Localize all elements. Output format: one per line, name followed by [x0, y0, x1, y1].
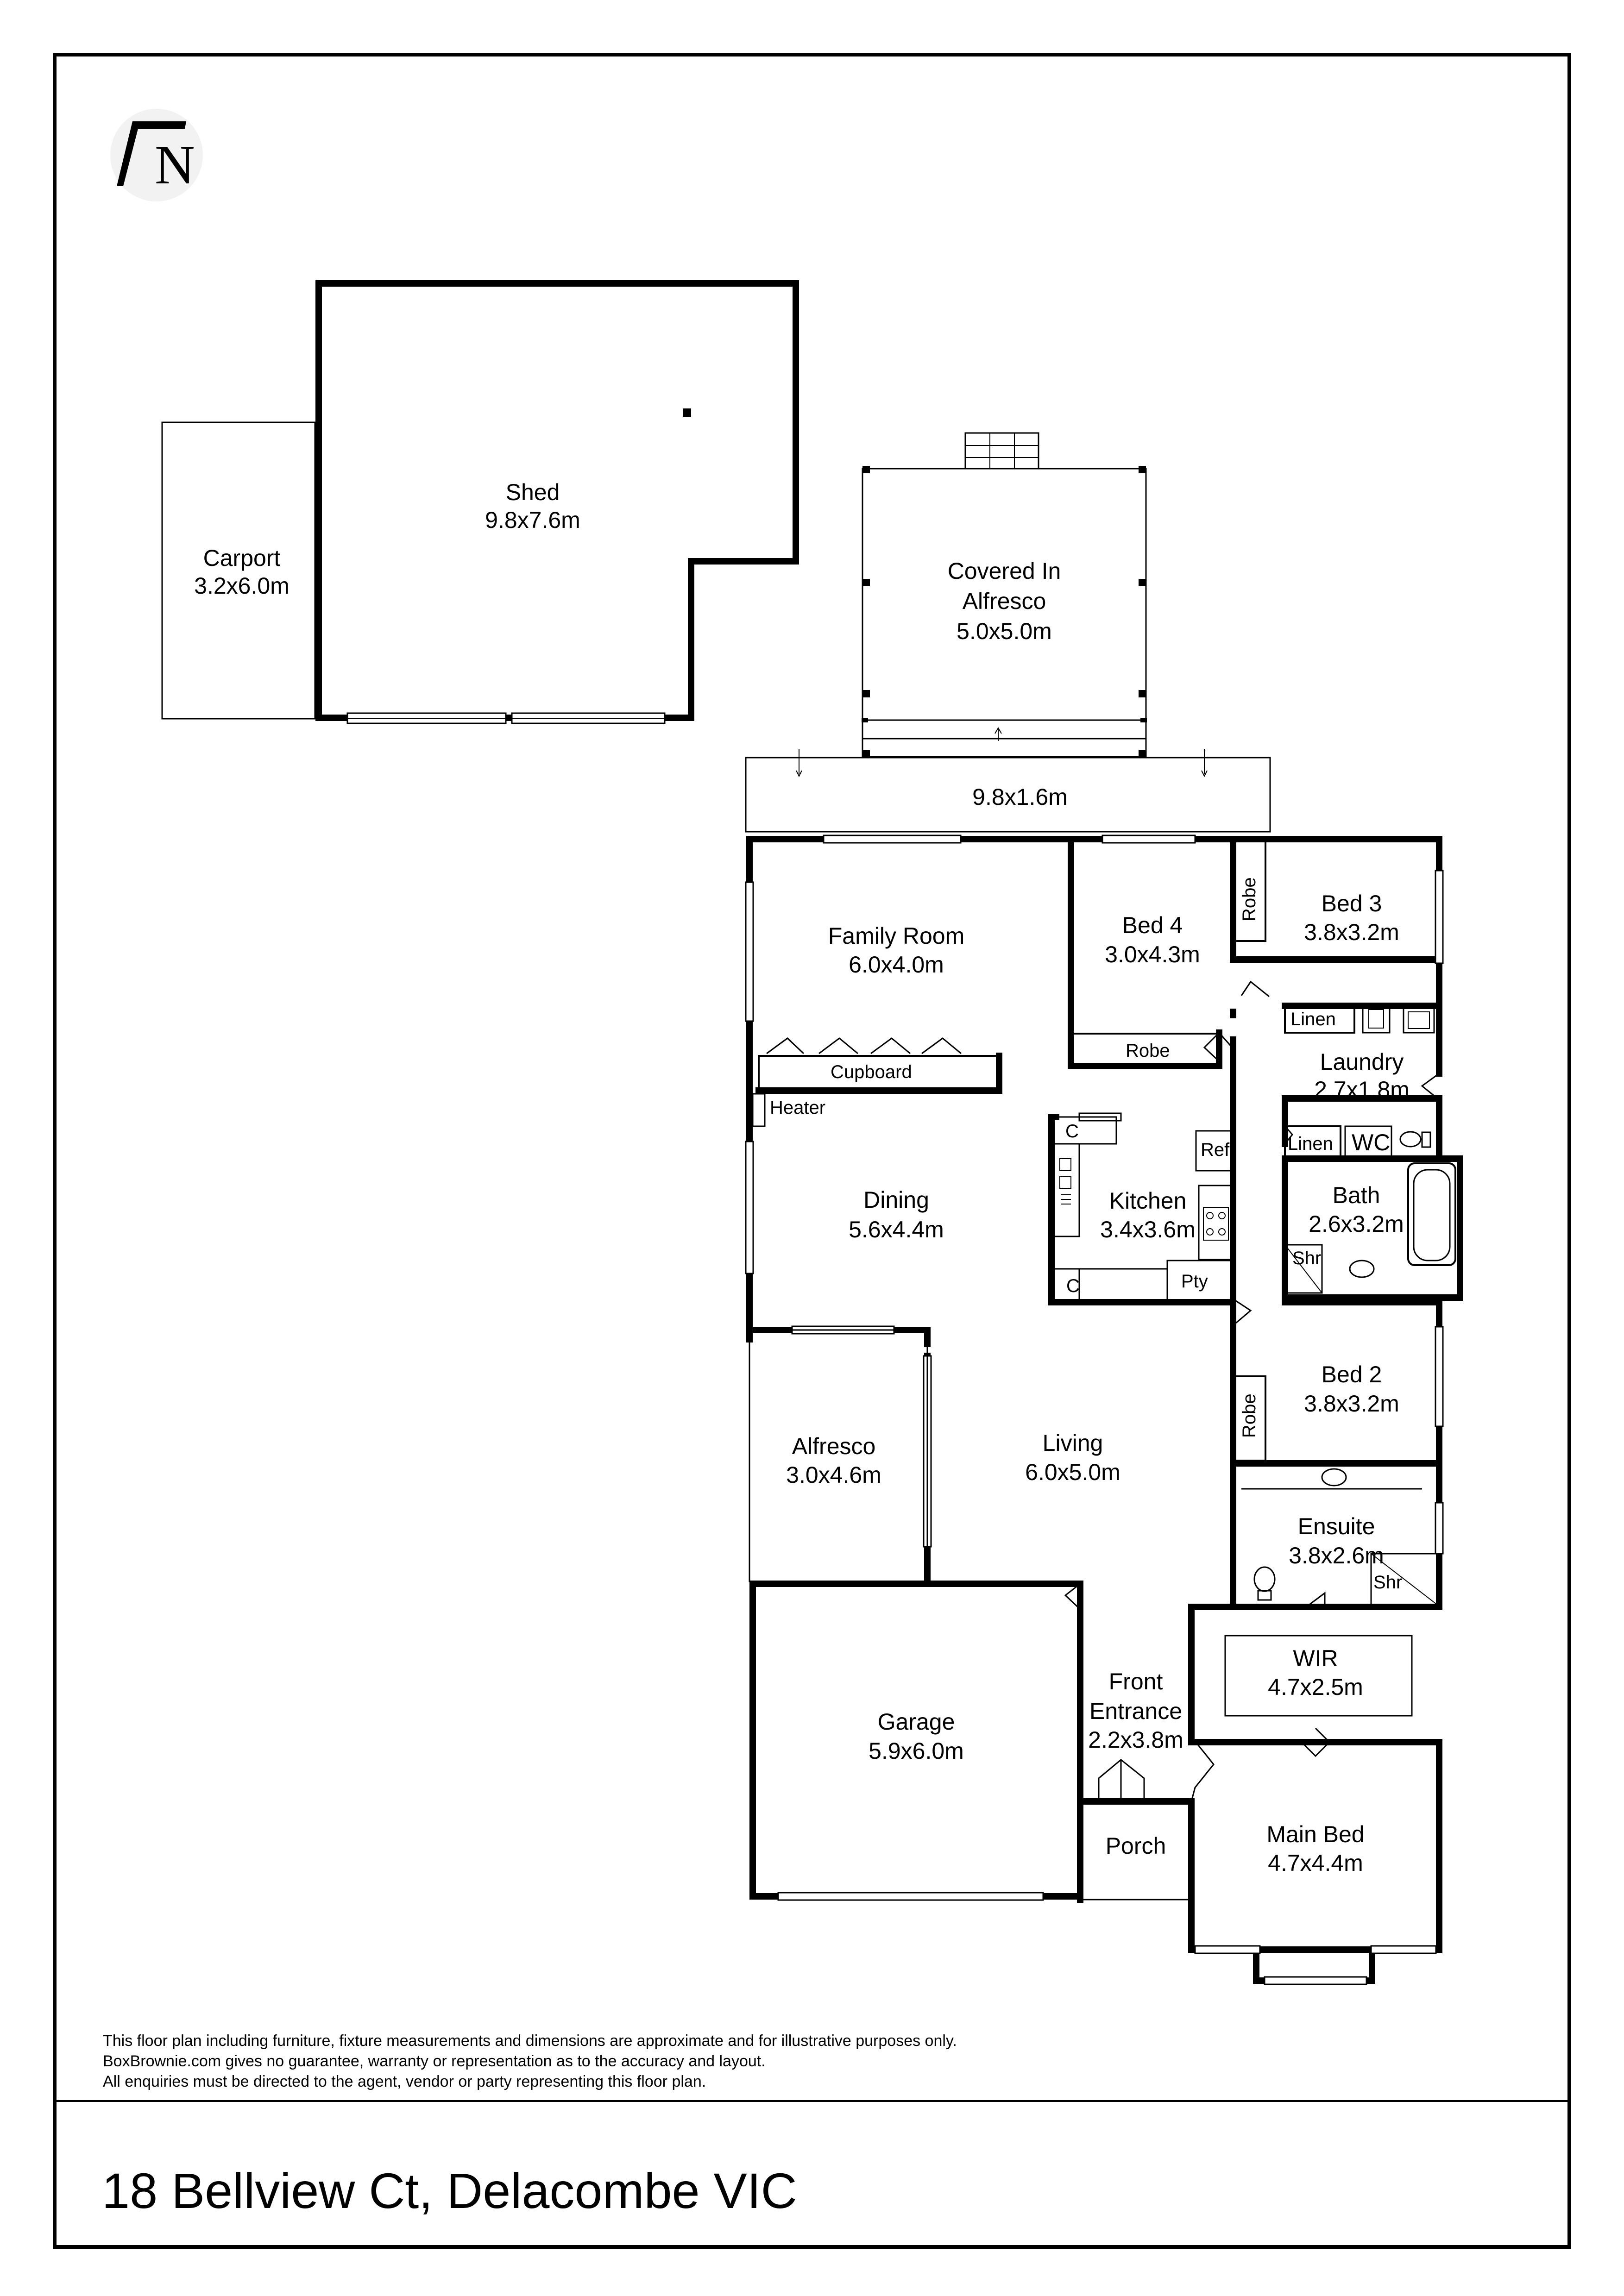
covered-alfresco-dims: 5.0x5.0m — [957, 618, 1052, 644]
shed-dims: 9.8x7.6m — [485, 507, 580, 533]
bed3-name: Bed 3 — [1322, 891, 1382, 916]
garage-name: Garage — [878, 1709, 955, 1735]
kitchen-cupboard-bottom-label: C — [1066, 1276, 1080, 1296]
ensuite-name: Ensuite — [1298, 1513, 1375, 1539]
living-name: Living — [1043, 1430, 1103, 1456]
kitchen-cupboard-top-label: C — [1065, 1121, 1079, 1142]
ensuite-shower-label: Shr — [1373, 1572, 1402, 1593]
laundry-dims: 2.7x1.8m — [1314, 1077, 1410, 1103]
room-labels: Family Room 6.0x4.0m Bed 4 3.0x4.3m Bed … — [786, 891, 1410, 1876]
bed3-robe-label: Robe — [1239, 877, 1259, 922]
bed2-robe-label: Robe — [1239, 1393, 1259, 1438]
bed4-name: Bed 4 — [1122, 912, 1183, 938]
north-compass-icon: N — [110, 109, 203, 201]
disclaimer-line1: This floor plan including furniture, fix… — [103, 2032, 957, 2050]
windows — [745, 834, 1444, 1985]
dining-dims: 5.6x4.4m — [849, 1217, 944, 1242]
wc-label: WC — [1352, 1129, 1390, 1155]
page-border — [53, 53, 1571, 2249]
disclaimer-line3: All enquiries must be directed to the ag… — [103, 2073, 706, 2090]
kitchen-dims: 3.4x3.6m — [1100, 1217, 1196, 1242]
covered-alfresco-line2: Alfresco — [963, 588, 1046, 614]
linen-top-label: Linen — [1290, 1009, 1336, 1029]
deck: 9.8x1.6m — [745, 749, 1271, 833]
carport: Carport 3.2x6.0m — [161, 421, 316, 720]
deck-dims: 9.8x1.6m — [972, 784, 1068, 810]
family-room-dims: 6.0x4.0m — [849, 952, 944, 978]
main-bed-name: Main Bed — [1266, 1821, 1364, 1847]
linen-bottom-label: Linen — [1288, 1134, 1333, 1154]
carport-dims: 3.2x6.0m — [194, 573, 290, 599]
shed-name: Shed — [506, 479, 560, 505]
cupboard-label: Cupboard — [831, 1062, 912, 1082]
alfresco-dims: 3.0x4.6m — [786, 1462, 881, 1488]
family-room-name: Family Room — [828, 923, 964, 949]
bed2-dims: 3.8x3.2m — [1304, 1391, 1399, 1417]
main-bed-dims: 4.7x4.4m — [1268, 1850, 1363, 1876]
bed4-robe-label: Robe — [1126, 1041, 1170, 1061]
ensuite-dims: 3.8x2.6m — [1289, 1543, 1384, 1568]
covered-alfresco: Covered In Alfresco 5.0x5.0m — [862, 432, 1147, 758]
fridge-label: Ref — [1201, 1140, 1230, 1160]
interior-fixtures: Robe Robe Robe Cupboard Heater Linen Lin… — [749, 838, 1456, 1950]
heater-label: Heater — [770, 1098, 825, 1118]
laundry-name: Laundry — [1320, 1049, 1404, 1075]
covered-alfresco-line1: Covered In — [948, 558, 1061, 584]
kitchen-name: Kitchen — [1109, 1188, 1187, 1214]
bath-name: Bath — [1333, 1182, 1380, 1208]
property-address: 18 Bellview Ct, Delacombe VIC — [102, 2163, 797, 2219]
porch-name: Porch — [1106, 1833, 1166, 1859]
shed: Shed 9.8x7.6m — [315, 280, 799, 724]
compass-letter: N — [155, 134, 195, 195]
living-dims: 6.0x5.0m — [1025, 1459, 1120, 1485]
front-entrance-dims: 2.2x3.8m — [1088, 1727, 1183, 1753]
carport-name: Carport — [203, 545, 281, 571]
disclaimer: This floor plan including furniture, fix… — [103, 2032, 957, 2090]
wir-dims: 4.7x2.5m — [1268, 1674, 1363, 1700]
garage-dims: 5.9x6.0m — [869, 1738, 964, 1764]
disclaimer-line2: BoxBrownie.com gives no guarantee, warra… — [103, 2052, 766, 2070]
bath-shower-label: Shr — [1292, 1248, 1321, 1268]
alfresco-name: Alfresco — [792, 1433, 876, 1459]
pantry-label: Pty — [1181, 1271, 1208, 1292]
wir-name: WIR — [1293, 1645, 1338, 1671]
front-entrance-line2: Entrance — [1089, 1698, 1182, 1724]
bed2-name: Bed 2 — [1322, 1361, 1382, 1387]
bath-dims: 2.6x3.2m — [1309, 1211, 1404, 1237]
bed4-dims: 3.0x4.3m — [1105, 941, 1200, 967]
dining-name: Dining — [863, 1187, 929, 1213]
bed3-dims: 3.8x3.2m — [1304, 919, 1399, 945]
front-entrance-line1: Front — [1109, 1669, 1163, 1694]
